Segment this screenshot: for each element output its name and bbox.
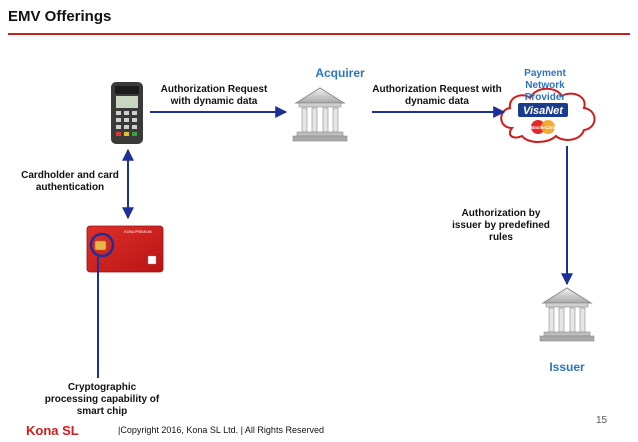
- label-network-to-issuer: Authorization by issuer by predefined ru…: [452, 208, 550, 243]
- title-divider: [8, 33, 630, 35]
- visanet-logo-text: VisaNet: [523, 105, 564, 117]
- acquirer-bank-icon: [292, 87, 348, 142]
- label-acquirer-to-network: Authorization Request with dynamic data: [372, 84, 502, 107]
- kona-logo-text: Kona SL: [26, 423, 79, 438]
- label-terminal-to-acquirer: Authorization Request with dynamic data: [160, 84, 268, 107]
- kona-sl-logo: Kona SL: [26, 423, 79, 438]
- payment-network-cloud-icon: VisaNet MasterCard: [500, 87, 596, 143]
- smart-card-icon: KONA PREMIUM: [86, 225, 164, 273]
- copyright-text: |Copyright 2016, Kona SL Ltd. | All Righ…: [118, 425, 324, 435]
- label-chip-capability: Cryptographic processing capability of s…: [44, 382, 160, 417]
- page-number: 15: [596, 415, 608, 426]
- pos-terminal-icon: [111, 82, 143, 144]
- issuer-title: Issuer: [549, 360, 585, 374]
- chip-highlight-circle: [89, 232, 115, 258]
- slide-title: EMV Offerings: [8, 8, 112, 25]
- acquirer-title: Acquirer: [315, 66, 365, 80]
- label-card-authentication: Cardholder and card authentication: [21, 170, 119, 193]
- payment-network-title: Payment Network Provider: [524, 68, 566, 103]
- issuer-bank-icon: [539, 287, 595, 342]
- card-brand-text: KONA PREMIUM: [124, 230, 151, 234]
- mastercard-logo-text: MasterCard: [531, 125, 556, 130]
